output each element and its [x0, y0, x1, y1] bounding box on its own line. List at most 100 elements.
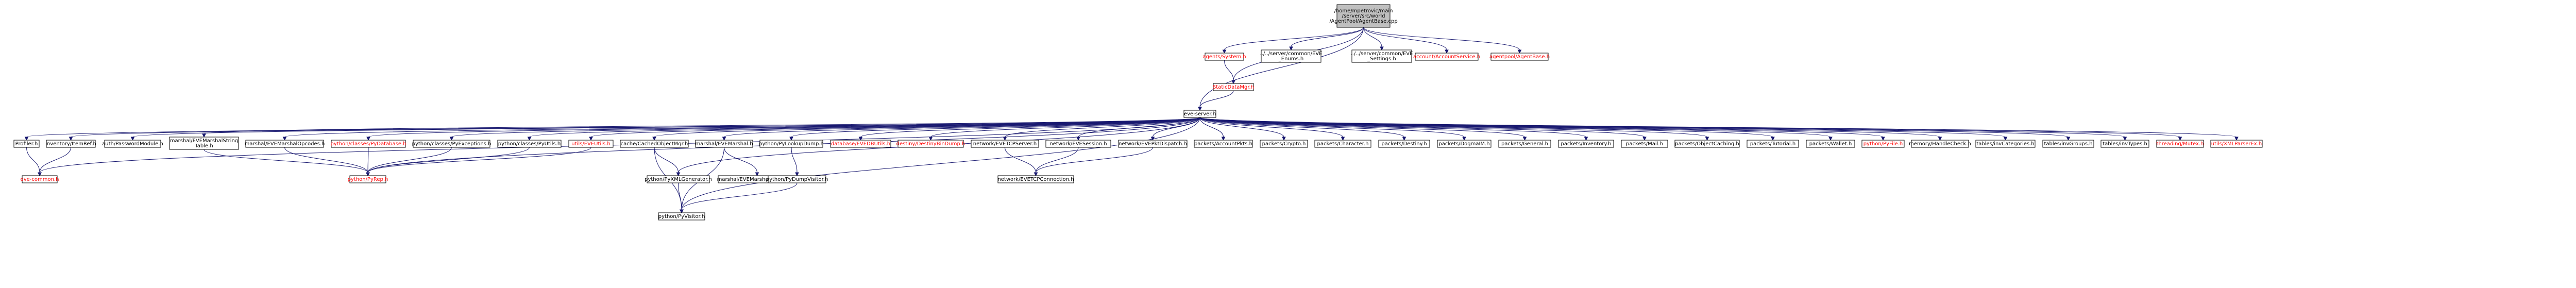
graph-node-pythonpyrep[interactable]: python/PyRep.h [348, 175, 388, 183]
node-box [1415, 53, 1479, 61]
node-label: /AgentPool/AgentBase.cpp [1329, 19, 1397, 24]
graph-node-packetsdogmaim[interactable]: packets/DogmaIM.h [1437, 140, 1492, 148]
graph-node-accountservice[interactable]: account/AccountService.h [1413, 53, 1480, 61]
graph-node-staticdatamgr[interactable]: StaticDataMgr.h [1213, 83, 1254, 91]
node-box [695, 140, 753, 148]
graph-node-tablescategories[interactable]: tables/invCategories.h [1975, 140, 2036, 148]
graph-node-agentbaseh[interactable]: agentpool/AgentBase.h [1489, 53, 1550, 61]
node-label: packets/AccountPkts.h [1194, 141, 1252, 147]
graph-node-networkevesession[interactable]: network/EVESession.h [1045, 140, 1111, 148]
node-box [1975, 140, 2036, 148]
node-box [1911, 140, 1969, 148]
graph-node-pythonpylookup[interactable]: python/PyLookupDump.h [759, 140, 824, 148]
graph-node-marshalopcodes[interactable]: marshal/EVEMarshalOpcodes.h [245, 140, 325, 148]
graph-node-enums[interactable]: ../../server/common/EVE_Enums.h [1260, 49, 1323, 63]
graph-node-packetscharacter[interactable]: packets/Character.h [1314, 140, 1371, 148]
node-box [22, 175, 58, 183]
graph-node-profiler[interactable]: Profiler.h [13, 140, 40, 148]
include-edge-eveserver-to-authpassword [130, 117, 1200, 141]
graph-nodes: /home/mpetrovic/main/server/src/world/Ag… [13, 4, 2263, 221]
node-box [413, 140, 490, 148]
node-label: tables/invGroups.h [2044, 141, 2092, 147]
graph-node-agentsystem[interactable]: agents/System.h [1202, 53, 1246, 61]
graph-node-pythonpydump[interactable]: python/PyDumpVisitor.h [766, 175, 828, 183]
graph-node-itembuilder[interactable]: inventory/ItemRef.h [45, 140, 96, 148]
graph-node-marshaleve[interactable]: marshal/EVEMarshal.h [695, 140, 753, 148]
graph-node-pythonpyxmlgen[interactable]: python/PyXMLGenerator.h [645, 175, 712, 183]
graph-node-packetsinventory[interactable]: packets/Inventory.h [1558, 140, 1614, 148]
node-label: inventory/ItemRef.h [45, 141, 96, 147]
graph-node-settings[interactable]: ../../server/common/EVE_Settings.h [1351, 49, 1413, 63]
node-box [759, 140, 823, 148]
node-box [2100, 140, 2149, 148]
graph-node-networkevepacket[interactable]: network/EVEPktDispatch.h [1118, 140, 1188, 148]
graph-node-utilsevexml[interactable]: utils/EVEUtils.h [568, 140, 614, 148]
include-edge-eveserver-to-packetscrypto [1199, 117, 1286, 141]
graph-node-packetsobjectcaching[interactable]: packets/ObjectCaching.h [1674, 140, 1740, 148]
node-box [647, 175, 710, 183]
node-box [1861, 140, 1905, 148]
node-box [1194, 140, 1253, 148]
node-label: cache/CachedObjectMgr.h [621, 141, 688, 147]
graph-node-pythonpyfile[interactable]: python/PyFile.h [1861, 140, 1905, 148]
include-edge-eveserver-to-packetsdogmaim [1199, 117, 1466, 141]
node-label: _Settings.h [1367, 56, 1396, 62]
graph-node-networkeveserver[interactable]: network/EVETCPServer.h [971, 140, 1039, 148]
graph-node-eveserver[interactable]: eve-server.h [1183, 110, 1216, 118]
graph-node-packetsgeneral[interactable]: packets/General.h [1498, 140, 1551, 148]
graph-node-threadingmutex[interactable]: threading/Mutex.h [2156, 140, 2204, 148]
include-edge-eveserver-to-packetsinventory [1199, 117, 1588, 141]
node-label: eve-server.h [1184, 111, 1216, 117]
graph-node-evecommon[interactable]: eve-common.h [21, 175, 59, 183]
include-edge-eveserver-to-utilsxmlparser [1199, 117, 2239, 141]
node-label: /home/mpetrovic/main [1334, 8, 1393, 14]
node-label: ../../server/common/EVE [1260, 51, 1323, 57]
include-edge-cachedobjectmgr-to-pythonpyxmlgen [654, 147, 681, 177]
graph-node-cachedobjectmgr[interactable]: cache/CachedObjectMgr.h [620, 140, 689, 148]
node-label: packets/General.h [1501, 141, 1548, 147]
include-edge-root-to-agentsystem [1222, 27, 1364, 54]
node-label: eve-common.h [21, 177, 59, 182]
graph-node-pythonpyexceptions[interactable]: python/classes/PyExceptions.h [412, 140, 492, 148]
node-label: agents/System.h [1202, 54, 1246, 60]
graph-node-authpassword[interactable]: auth/PasswordModule.h [102, 140, 163, 148]
graph-node-tablesgroups[interactable]: tables/invGroups.h [2042, 140, 2094, 148]
graph-node-memoryhandle[interactable]: memory/HandleCheck.h [1909, 140, 1971, 148]
include-edge-eveserver-to-pythonpylookup [789, 117, 1200, 141]
include-edge-root-to-enums [1289, 27, 1364, 51]
include-edge-eveserver-to-packetscharacter [1199, 117, 1345, 141]
graph-node-packetswallet[interactable]: packets/Wallet.h [1806, 140, 1855, 148]
include-edge-pythonpyexceptions-to-pythonpyrep [366, 147, 452, 177]
graph-node-pythonpydatabase[interactable]: python/classes/PyDatabase.h [330, 140, 406, 148]
graph-node-packetsaccountpkts[interactable]: packets/AccountPkts.h [1194, 140, 1253, 148]
node-box [1260, 140, 1308, 148]
node-label: python/classes/PyExceptions.h [412, 141, 492, 147]
node-box [1498, 140, 1551, 148]
graph-node-networkevetcpconn[interactable]: network/EVETCPConnection.h [997, 175, 1074, 183]
node-box [46, 140, 96, 148]
node-box [1336, 4, 1391, 28]
graph-node-pythonpyutils[interactable]: python/classes/PyUtils.h [497, 140, 562, 148]
node-box [658, 212, 705, 221]
node-label: python/PyXMLGenerator.h [645, 177, 712, 182]
graph-node-tablestypes[interactable]: tables/invTypes.h [2100, 140, 2149, 148]
graph-node-destinydestiny[interactable]: destiny/DestinyBinDump.h [896, 140, 965, 148]
node-label: packets/Wallet.h [1809, 141, 1852, 147]
node-label: memory/HandleCheck.h [1909, 141, 1971, 147]
node-label: packets/Tutorial.h [1750, 141, 1795, 147]
node-box [349, 175, 386, 183]
graph-node-databaseevedb[interactable]: database/EVEDBUtils.h [830, 140, 891, 148]
node-label: packets/Destiny.h [1381, 141, 1427, 147]
graph-node-packetscrypto[interactable]: packets/Crypto.h [1260, 140, 1308, 148]
graph-node-utilsxmlparser[interactable]: utils/XMLParserEx.h [2210, 140, 2263, 148]
graph-node-packetsmail[interactable]: packets/Mail.h [1621, 140, 1668, 148]
include-edge-eveserver-to-marshaleve [722, 117, 1200, 141]
node-label: ../../server/common/EVE [1351, 51, 1413, 57]
node-label: packets/Character.h [1317, 141, 1368, 147]
graph-node-packetsdestiny[interactable]: packets/Destiny.h [1378, 140, 1430, 148]
graph-node-packetstutorial[interactable]: packets/Tutorial.h [1747, 140, 1799, 148]
graph-node-pythonpyvisitor[interactable]: python/PyVisitor.h [658, 212, 705, 221]
node-label: auth/PasswordModule.h [102, 141, 163, 147]
node-box [1437, 140, 1492, 148]
